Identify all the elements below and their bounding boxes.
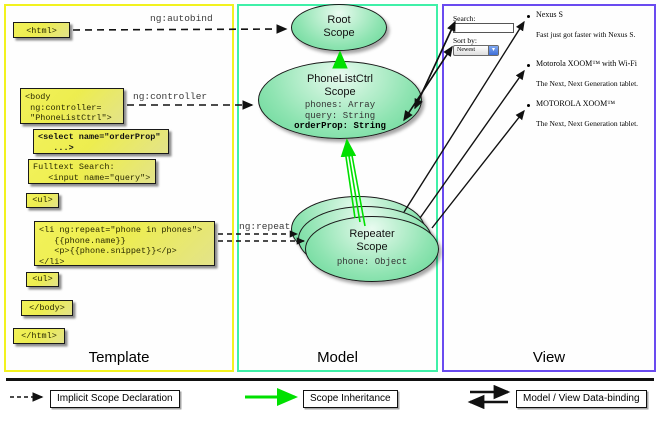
panel-view-label: View xyxy=(532,349,566,366)
body-open-box: <body ng:controller= "PhoneListCtrl"> xyxy=(20,88,124,124)
legend: Implicit Scope Declaration Scope Inherit… xyxy=(0,378,660,421)
ng-autobind-label: ng:autobind xyxy=(150,13,213,24)
view-sort-select[interactable]: Newest ▾ xyxy=(453,45,499,56)
root-scope-title-line1: Root xyxy=(327,14,351,26)
repeater-prop-phone: phone: Object xyxy=(336,257,408,267)
panel-model-label: Model xyxy=(317,349,358,366)
html-close-box: </html> xyxy=(13,328,65,344)
list-item-snippet: The Next, Next Generation tablet. xyxy=(536,79,639,88)
root-scope: Root Scope xyxy=(291,4,387,51)
phonelistctrl-prop-phones: phones: Array xyxy=(304,100,376,110)
legend-implicit-scope-declaration: Implicit Scope Declaration xyxy=(50,390,180,408)
ng-repeat-label: ng:repeat xyxy=(239,221,291,232)
select-box: <select name="orderProp" ...> xyxy=(33,129,169,154)
list-bullet xyxy=(527,64,530,67)
view-sort-label: Sort by: xyxy=(453,36,477,45)
chevron-down-icon[interactable]: ▾ xyxy=(488,46,498,55)
phonelistctrl-scope-title-line2: Scope xyxy=(324,85,356,98)
list-bullet xyxy=(527,104,530,107)
legend-scope-inheritance: Scope Inheritance xyxy=(303,390,398,408)
phonelistctrl-prop-query: query: String xyxy=(304,110,376,121)
list-item-snippet: The Next, Next Generation tablet. xyxy=(536,119,639,128)
root-scope-title-line2: Scope xyxy=(323,26,355,39)
body-close-box: </body> xyxy=(21,300,73,316)
list-item-title: MOTOROLA XOOM™ xyxy=(536,99,616,108)
phonelistctrl-scope-title-line1: PhoneListCtrl xyxy=(306,73,374,85)
legend-divider xyxy=(6,378,654,381)
list-item-title: Nexus S xyxy=(536,10,563,19)
legend-model-view-databinding: Model / View Data-binding xyxy=(516,390,647,408)
search-input-box: Fulltext Search: <input name="query"> xyxy=(28,159,156,184)
list-item-snippet: Fast just got faster with Nexus S. xyxy=(536,30,636,39)
repeater-scope-title-line2: Scope xyxy=(356,240,388,253)
view-search-label: Search: xyxy=(453,14,476,23)
repeater-scope: Repeater Scope phone: Object xyxy=(305,216,439,282)
view-search-input[interactable] xyxy=(453,23,514,33)
panel-template: Template xyxy=(4,4,234,372)
ng-controller-label: ng:controller xyxy=(133,91,208,102)
ul-open-box: <ul> xyxy=(26,193,59,208)
list-bullet xyxy=(527,15,530,18)
phonelistctrl-prop-orderprop: orderProp: String xyxy=(294,121,386,131)
view-sort-select-value: Newest xyxy=(457,47,475,53)
list-item-title: Motorola XOOM™ with Wi-Fi xyxy=(536,59,637,68)
ul-close-box: <ul> xyxy=(26,272,59,287)
repeater-scope-title-line1: Repeater xyxy=(349,228,395,240)
html-open-box: <html> xyxy=(13,22,70,38)
li-repeat-box: <li ng:repeat="phone in phones"> {{phone… xyxy=(34,221,215,267)
panel-template-label: Template xyxy=(88,349,150,366)
panel-model: Model xyxy=(237,4,438,372)
phonelistctrl-scope: PhoneListCtrl Scope phones: Array query:… xyxy=(258,61,422,139)
